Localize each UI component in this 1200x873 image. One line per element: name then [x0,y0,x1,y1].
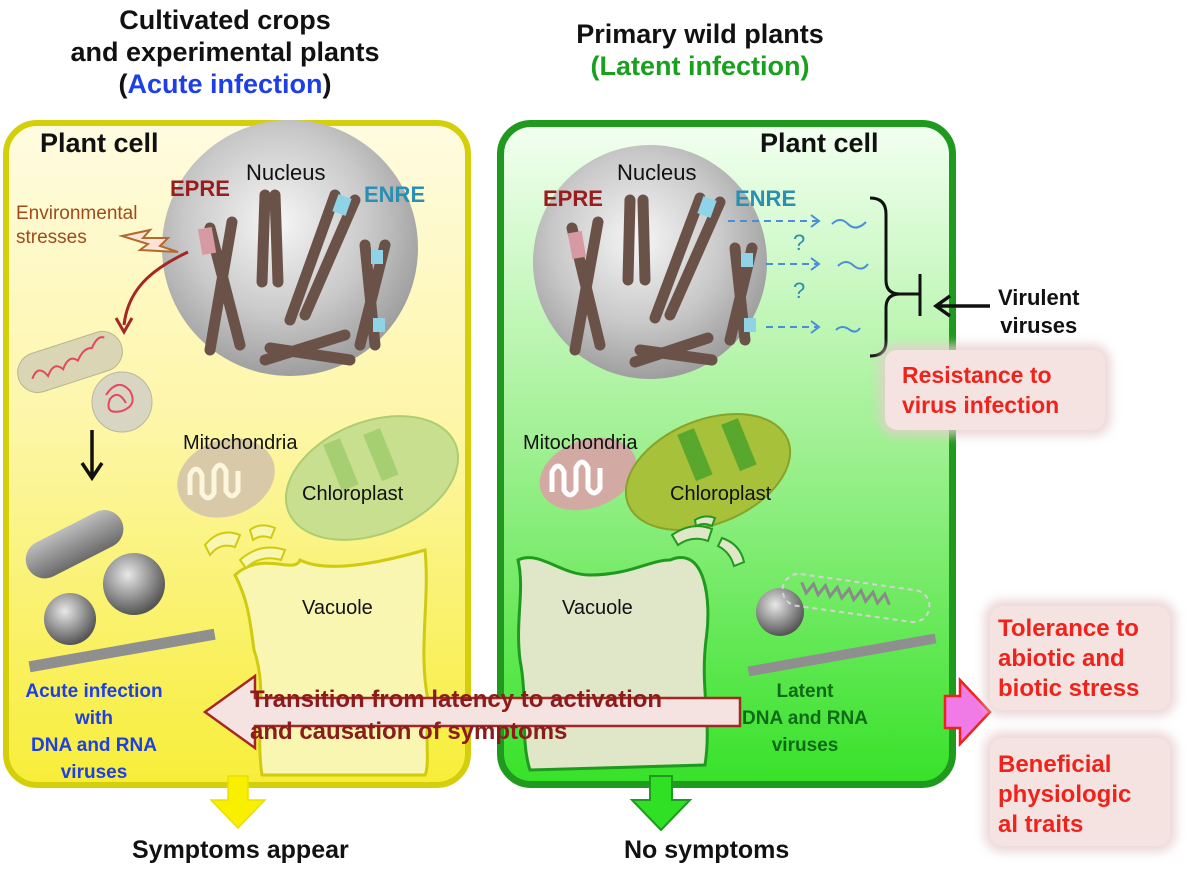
acute-line-1: Acute infection [25,681,163,702]
brace-icon [869,196,901,358]
resistance-label: Resistance to virus infection [902,360,1059,420]
left-enre-label: ENRE [364,182,426,207]
rna-transcript-icon [831,219,867,229]
epre-region [197,226,217,256]
paren-open: ( [118,69,128,99]
acute-line-2: with [75,708,113,729]
acute-infection-label: Acute infection with DNA and RNA viruses [14,678,174,786]
question-mark-1: ? [793,230,806,255]
question-mark-2: ? [793,278,806,303]
latent-viruses-label: Latent DNA and RNA viruses [720,678,890,759]
left-nucleus-label: Nucleus [246,160,326,185]
left-nucleus [162,120,418,376]
no-symptoms-label: No symptoms [624,836,790,864]
enre-region [332,194,352,216]
latent-viruses [747,572,937,677]
right-chloroplast-label: Chloroplast [670,483,772,505]
resistance-box [885,350,1105,430]
right-cell-label: Plant cell [760,128,879,158]
stress-line-1: Environmental [16,203,138,224]
left-title-line2: and experimental plants [70,37,380,67]
down-arrow-icon [80,430,104,482]
right-enre-label: ENRE [735,186,797,211]
left-chloroplast-label: Chloroplast [302,483,404,505]
left-mitochondria-label: Mitochondria [183,432,298,454]
latent-virus-particles [17,330,153,433]
right-nucleus-label: Nucleus [617,160,697,185]
transition-label: Transition from latency to activation an… [250,684,662,748]
left-chloroplast [284,415,460,541]
acute-line-3: DNA and RNA [31,735,157,756]
left-title: Cultivated crops and experimental plants… [0,4,450,100]
rna-transcript-icon [837,261,869,270]
enre-region [371,250,383,264]
beneficial-traits-label: Beneficial physiologic al traits [998,750,1131,840]
symptoms-down-arrow [209,775,267,830]
resistance-line-2: virus infection [902,392,1060,418]
enre-region [741,253,753,267]
tolerance-line-2: abiotic and [998,645,1125,672]
right-mitochondria-label: Mitochondria [523,432,638,454]
symptoms-appear-label: Symptoms appear [132,836,349,864]
lightning-icon [118,228,179,253]
transition-line-2: and causation of symptoms [250,718,568,745]
right-chloroplast [624,413,792,531]
transition-line-1: Transition from latency to activation [250,686,663,713]
right-title-line1: Primary wild plants [576,19,824,49]
beneficial-line-1: Beneficial [998,751,1112,778]
right-title: Primary wild plants (Latent infection) [500,18,900,82]
left-cell-label: Plant cell [40,128,159,158]
enre-region [744,318,756,332]
resistance-line-1: Resistance to [902,362,1052,388]
activation-arrow [122,250,189,326]
right-nucleus [533,145,767,379]
beneficial-line-3: al traits [998,811,1084,838]
tolerance-box [990,606,1170,710]
benefit-arrow [943,676,992,748]
latent-line-3: viruses [771,735,839,756]
rna-transcript-icon [835,326,861,333]
environmental-stresses-label: Environmental stresses [16,202,137,250]
left-title-line1: Cultivated crops [119,5,331,35]
left-vacuole-label: Vacuole [302,597,373,619]
right-mitochondria [539,437,637,511]
latent-infection-heading: (Latent infection) [590,51,810,81]
enre-region [373,318,385,332]
latent-line-1: Latent [776,681,834,702]
tolerance-line-1: Tolerance to [998,615,1139,642]
acute-line-4: viruses [60,762,128,783]
virulent-arrow-icon [932,294,990,318]
tolerance-label: Tolerance to abiotic and biotic stress [998,614,1139,704]
expression-arrows [728,214,869,334]
transition-arrow [202,673,742,751]
virulent-viruses-label: Virulent viruses [998,284,1080,340]
stress-line-2: stresses [16,227,87,248]
right-vacuole-label: Vacuole [562,597,633,619]
right-epre-label: EPRE [543,186,603,211]
left-title-line3: (Acute infection) [0,68,450,100]
left-epre-label: EPRE [170,176,230,201]
beneficial-line-2: physiologic [998,781,1132,808]
acute-infection-heading: Acute infection [127,69,323,99]
enre-region [697,196,717,218]
beneficial-traits-box [990,738,1170,846]
no-symptoms-down-arrow [629,775,693,832]
virus-particles [25,510,216,673]
paren-close: ) [322,69,332,99]
left-mitochondria [177,438,275,518]
tolerance-line-3: biotic stress [998,675,1140,702]
virulent-line-2: viruses [1000,313,1078,338]
virulent-line-1: Virulent [998,285,1080,310]
latent-line-2: DNA and RNA [742,708,868,729]
epre-region [567,230,587,260]
